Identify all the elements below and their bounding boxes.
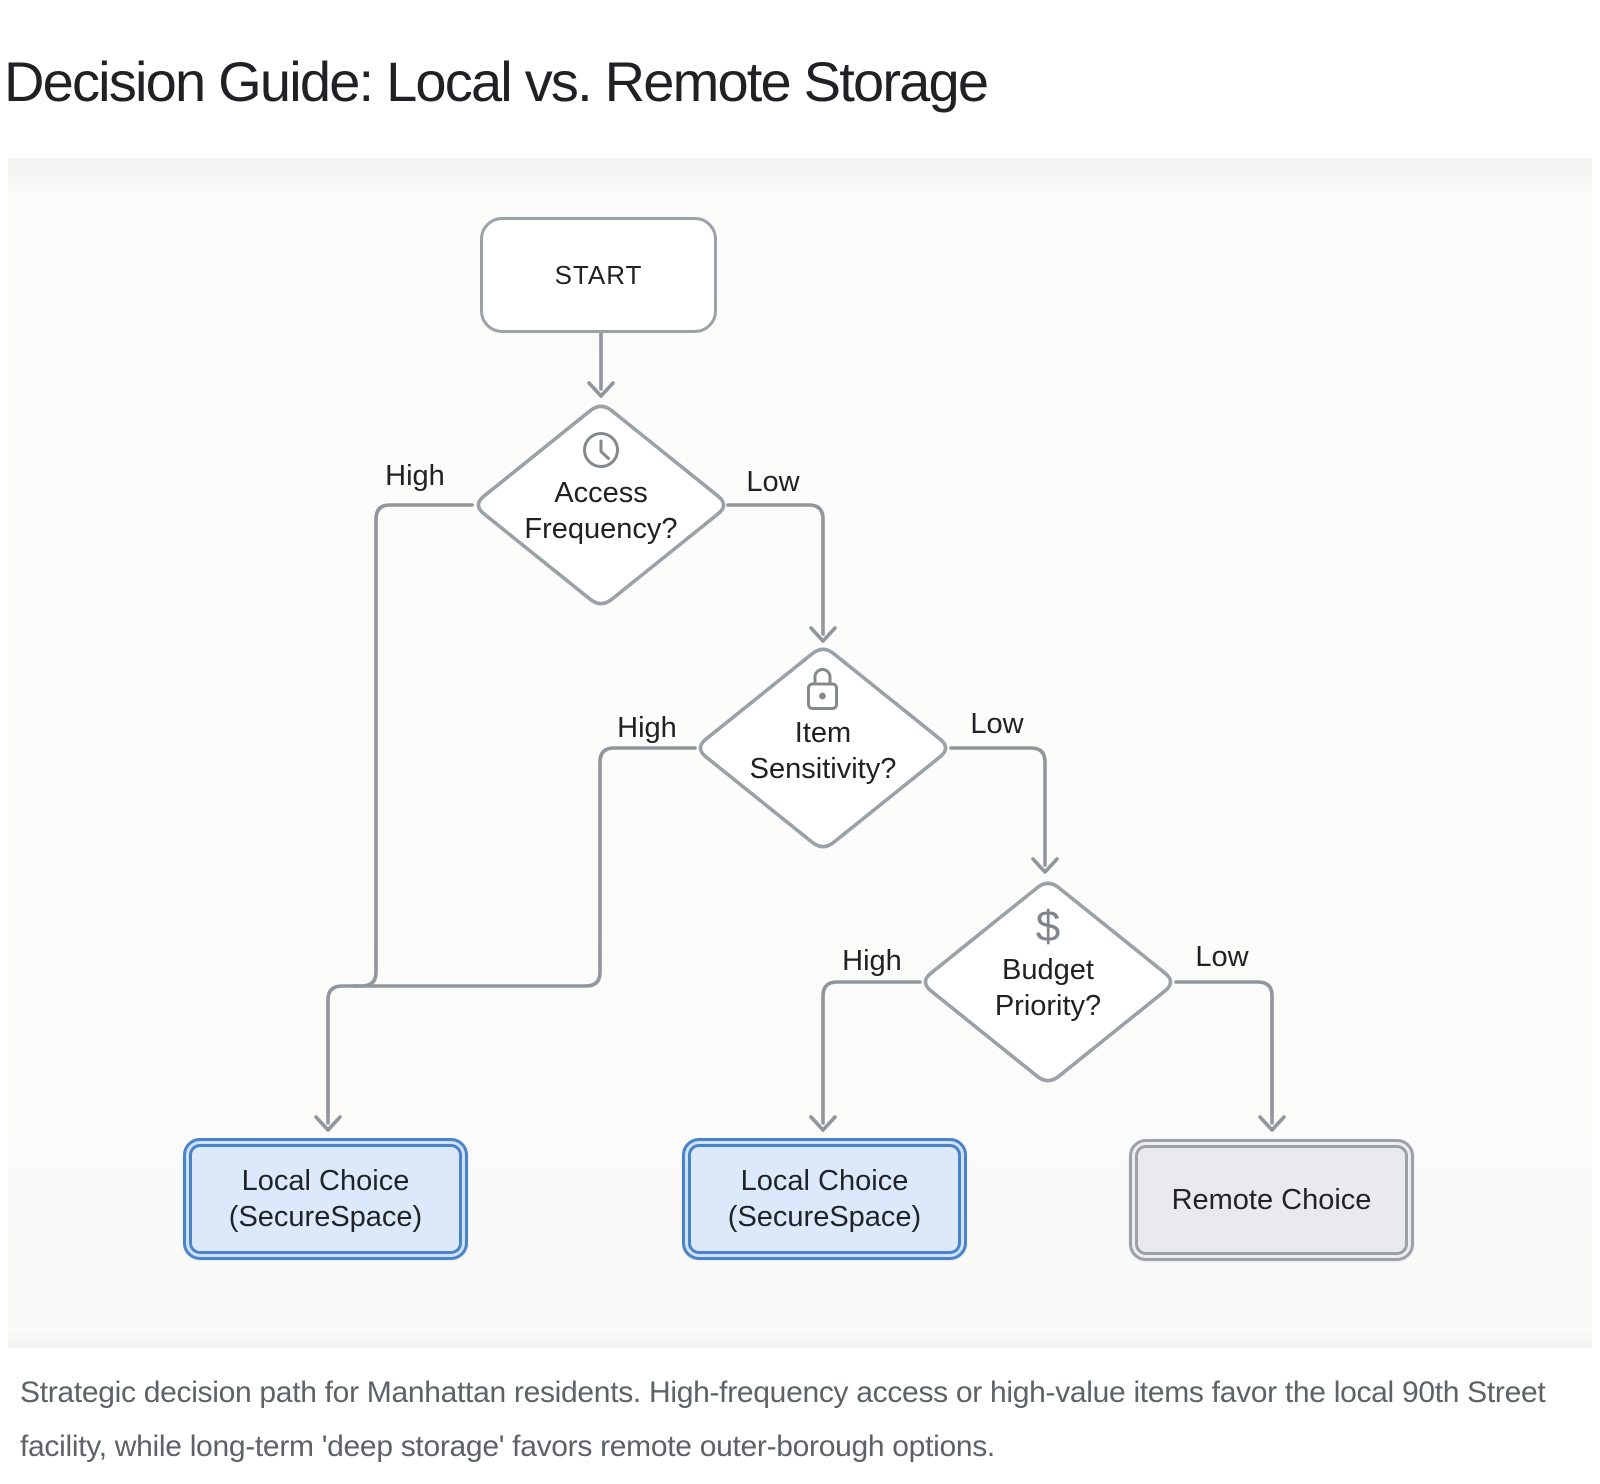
connector-budget-priority-high [821,980,922,1125]
branch-label-access-frequency-low: Low [746,466,800,498]
connector-access-frequency-high [352,503,474,988]
decision-label-item-sensitivity: Item Sensitivity? [750,715,897,787]
connectors [314,331,1286,1132]
decision-text: Sensitivity? [749,753,897,785]
dollar-icon: $ [1036,902,1060,951]
outcome-text: (SecureSpace) [727,1201,922,1233]
connector-access-frequency-low [726,503,825,636]
branch-label-item-sensitivity-low: Low [970,708,1024,740]
outcome-text: (SecureSpace) [228,1201,423,1233]
outcome-text: Remote Choice [1171,1184,1372,1216]
arrowhead-to-local-choice-2 [809,1115,837,1132]
diagram-caption: Strategic decision path for Manhattan re… [20,1376,1546,1463]
decision-text: Access [554,477,648,509]
decision-label-budget-priority: Budget Priority? [995,952,1101,1024]
outcome-text: Local Choice [740,1165,909,1197]
decision-diamond-item-sensitivity [698,647,948,849]
outcome-inner: Local Choice (SecureSpace) [189,1144,462,1254]
branch-label-item-sensitivity-high: High [617,712,677,744]
decision-diamond-budget-priority [923,881,1173,1083]
branch-label-budget-priority-low: Low [1195,941,1249,973]
decision-nodes [476,404,1173,1083]
outcome-inner: Remote Choice [1135,1145,1408,1255]
page-title: Decision Guide: Local vs. Remote Storage [4,50,989,113]
arrowhead-to-local-choice-1 [314,1115,342,1132]
arrowhead-to-remote-choice [1258,1115,1286,1132]
arrowhead-start-to-access-frequency [587,381,615,398]
decision-diamond-access-frequency [476,404,726,606]
outcome-text: Local Choice [241,1165,410,1197]
lock-icon [807,668,838,710]
start-label: START [554,259,643,290]
decision-text: Frequency? [524,513,678,545]
branch-label-budget-priority-high: High [842,945,902,977]
connector-item-sensitivity-high [326,746,697,1125]
arrowhead-access-frequency-low [809,626,837,643]
decision-text: Budget [1002,954,1094,986]
connector-budget-priority-low [1174,980,1274,1125]
outcome-local-choice-2: Local Choice (SecureSpace) [682,1138,967,1260]
outcome-local-choice-1: Local Choice (SecureSpace) [183,1138,468,1260]
connector-item-sensitivity-low [949,746,1047,867]
decision-label-access-frequency: Access Frequency? [524,475,677,547]
outcome-remote-choice: Remote Choice [1129,1139,1414,1261]
decision-text: Priority? [994,990,1102,1022]
outcome-inner: Local Choice (SecureSpace) [688,1144,961,1254]
branch-label-access-frequency-high: High [385,460,445,492]
start-node: START [480,217,717,333]
arrowhead-item-sensitivity-low [1031,857,1059,874]
clock-icon [583,432,619,468]
decision-text: Item [794,717,852,749]
